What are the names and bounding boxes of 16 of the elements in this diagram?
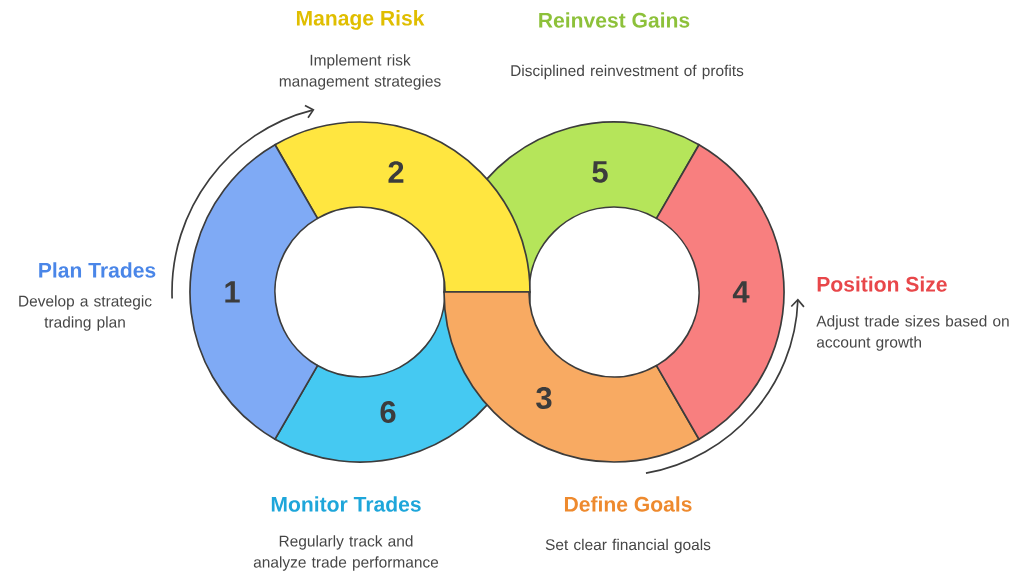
step-description: Adjust trade sizes based on account growth [816, 315, 1009, 351]
step-description: Regularly track and analyze trade performance [253, 535, 439, 571]
step-description: Disciplined reinvestment of profits [511, 64, 744, 80]
step-description: Develop a strategic trading plan [19, 295, 152, 331]
step-title: Reinvest Gains [539, 12, 690, 28]
step-title: Define Goals [564, 496, 692, 512]
step-title: Plan Trades [39, 262, 156, 278]
ring-segment: 1 [189, 143, 319, 441]
ring-segment: 2 [274, 121, 531, 293]
ring-segment: 3 [443, 291, 700, 463]
step-title: Monitor Trades [271, 496, 421, 512]
step-title: Manage Risk [296, 10, 425, 30]
step-title: Position Size [817, 276, 947, 292]
step-description: Set clear financial goals [545, 538, 711, 554]
ring-segment: 4 [655, 143, 785, 441]
step-description: Implement risk management strategies [279, 54, 441, 90]
